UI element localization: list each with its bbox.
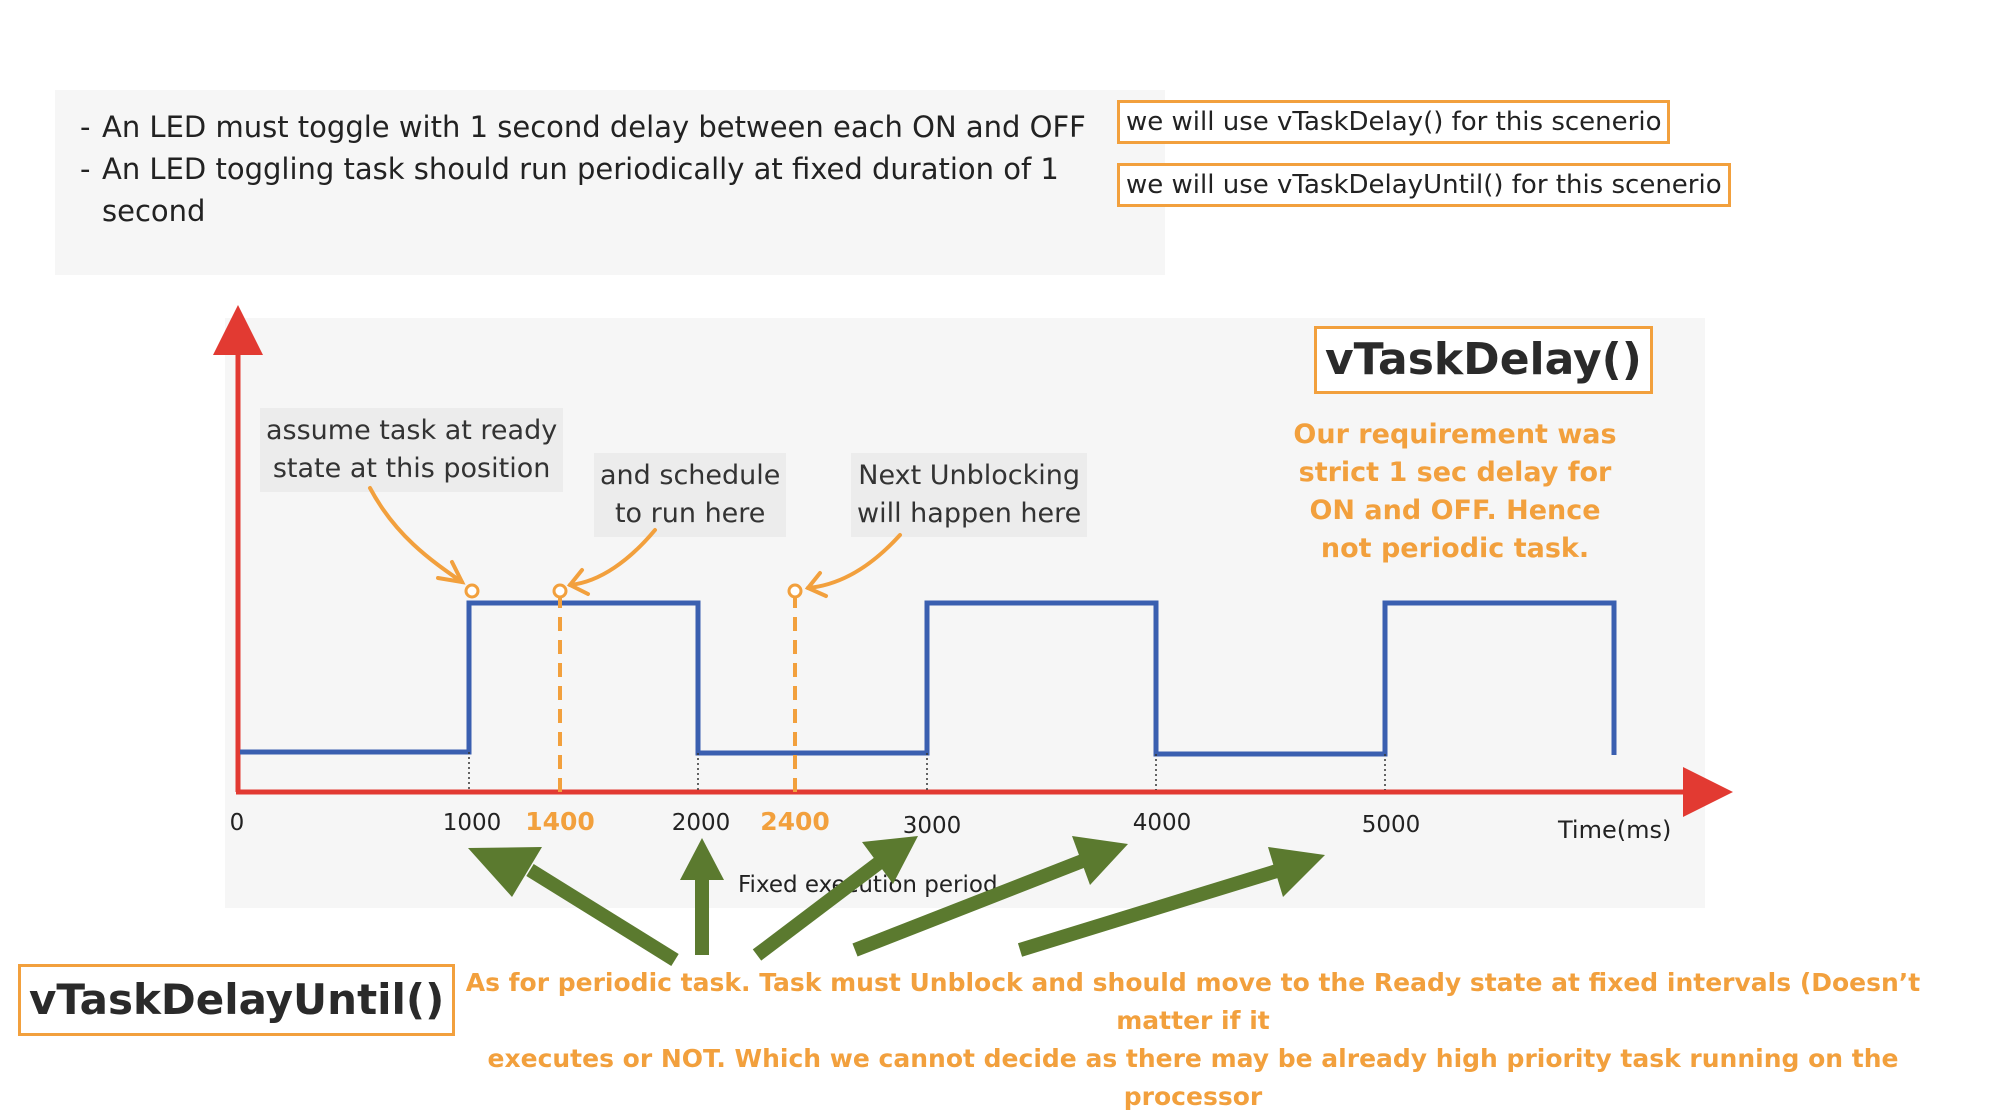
callout-line: will happen here xyxy=(857,498,1082,529)
vtaskdelay-usage-note: we will use vTaskDelay() for this scener… xyxy=(1117,100,1671,144)
tick-label-3000: 3000 xyxy=(903,813,962,839)
schedule-pointer-arrow xyxy=(566,528,657,596)
tick-label-2400: 2400 xyxy=(760,807,830,836)
callout-line: Next Unblocking xyxy=(858,460,1080,491)
requirements-panel xyxy=(55,90,1165,275)
unblock-callout: Next Unblocking will happen here xyxy=(851,453,1088,537)
tick-label-4000: 4000 xyxy=(1133,810,1192,836)
explanation-line: As for periodic task. Task must Unblock … xyxy=(465,968,1921,1035)
marker-dot-1000 xyxy=(464,583,480,599)
green-arrow-to-4000 xyxy=(852,836,1128,957)
bullet-dash: - xyxy=(80,110,91,144)
schedule-callout: and schedule to run here xyxy=(594,453,787,537)
explanation-line: not periodic task. xyxy=(1320,533,1590,564)
marker-dot-2400 xyxy=(787,583,803,599)
callout-line: assume task at ready xyxy=(266,415,558,446)
green-arrow-to-3000 xyxy=(752,836,918,961)
explanation-line: ON and OFF. Hence xyxy=(1309,495,1601,526)
vtaskdelayuntil-title: vTaskDelayUntil() xyxy=(18,964,456,1036)
tick-label-5000: 5000 xyxy=(1362,812,1421,838)
green-arrow-to-1000 xyxy=(468,847,679,966)
led-signal-waveform xyxy=(240,600,1617,757)
timing-diagram: 0 1000 2000 3000 4000 5000 1400 2400 Tim… xyxy=(213,305,1733,966)
vtaskdelay-title: vTaskDelay() xyxy=(1314,326,1653,394)
callout-line: to run here xyxy=(614,498,766,529)
bullet-dash: - xyxy=(80,152,91,186)
vtaskdelayuntil-explanation: As for periodic task. Task must Unblock … xyxy=(418,964,1968,1116)
tick-label-0: 0 xyxy=(230,810,245,836)
explanation-line: executes or NOT. Which we cannot decide … xyxy=(487,1044,1899,1111)
requirement-2: -An LED toggling task should run periodi… xyxy=(80,148,1059,190)
ready-state-callout: assume task at ready state at this posit… xyxy=(260,408,564,492)
green-arrows xyxy=(468,836,1325,966)
marker-dot-1400 xyxy=(552,583,568,599)
callout-line: state at this position xyxy=(272,453,551,484)
callout-line: and schedule xyxy=(600,460,781,491)
ready-pointer-arrow xyxy=(368,486,466,585)
explanation-line: strict 1 sec delay for xyxy=(1298,457,1612,488)
requirement-1: -An LED must toggle with 1 second delay … xyxy=(80,106,1086,148)
tick-label-1000: 1000 xyxy=(443,810,502,836)
green-arrow-to-2000 xyxy=(680,838,724,955)
requirement-2-continued: second xyxy=(102,194,206,228)
vtaskdelay-explanation: Our requirement was strict 1 sec delay f… xyxy=(1290,416,1620,568)
x-axis-label: Time(ms) xyxy=(1557,816,1671,844)
green-arrow-to-5000 xyxy=(1017,847,1325,957)
tick-label-2000: 2000 xyxy=(672,810,731,836)
explanation-line: Our requirement was xyxy=(1293,419,1617,450)
unblock-pointer-arrow xyxy=(804,533,902,598)
tick-label-1400: 1400 xyxy=(525,807,595,836)
vtaskdelayuntil-usage-note: we will use vTaskDelayUntil() for this s… xyxy=(1117,163,1731,207)
